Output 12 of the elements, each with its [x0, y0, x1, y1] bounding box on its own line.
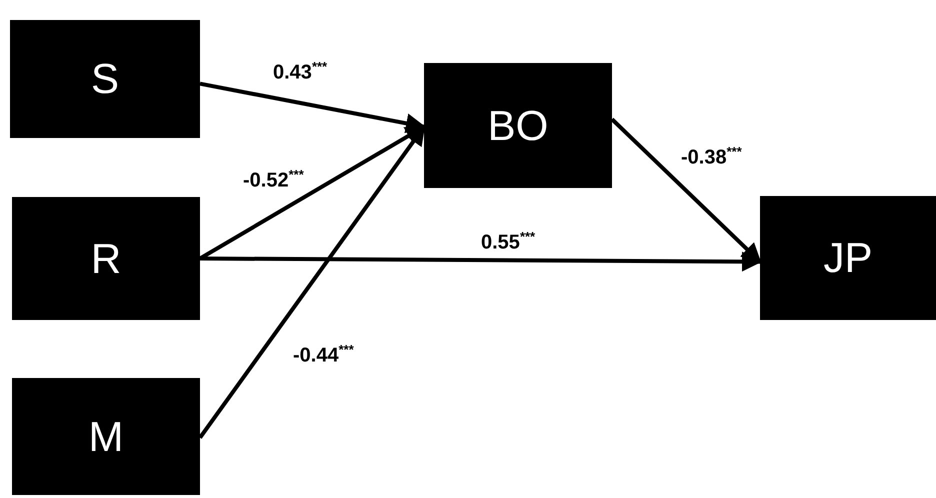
variable-name: M	[88, 412, 124, 460]
variable-name: R	[90, 234, 122, 282]
variable-box	[424, 63, 612, 188]
arrow	[200, 82, 426, 134]
variable-box	[760, 196, 936, 320]
variable-box	[12, 378, 200, 495]
arrow	[200, 252, 762, 272]
variable-box	[10, 20, 200, 138]
variable-name: BO	[488, 102, 548, 150]
variable-box	[12, 197, 200, 320]
variable-name: S	[90, 55, 119, 103]
variable-name: JP	[823, 234, 872, 282]
